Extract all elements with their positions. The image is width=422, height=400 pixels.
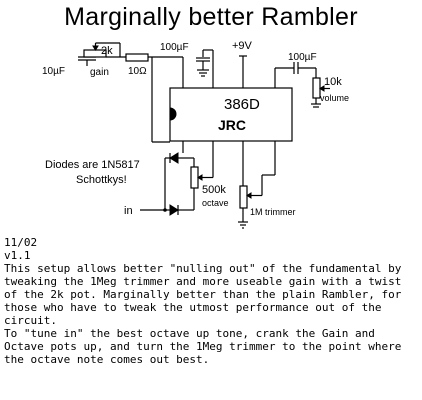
octave-pot[interactable] — [190, 166, 199, 189]
octave-pot-value: 500k — [202, 184, 226, 196]
octave-pot-label: octave — [202, 198, 229, 208]
schematic-diagram: 386D JRC 10µF 2k gain 10Ω 100 — [42, 40, 349, 229]
volume-pot[interactable] — [312, 77, 321, 99]
trimmer-wiper — [246, 192, 252, 199]
series-resistor — [125, 53, 149, 62]
output-network: 100µF 10k volume — [274, 52, 349, 108]
notes-version: v1.1 — [4, 249, 31, 262]
series-resistor-value: 10Ω — [128, 66, 147, 77]
bypass-cap-value: 100µF — [160, 42, 189, 53]
ic-notch — [169, 107, 177, 121]
gain-pot-label: gain — [90, 67, 109, 78]
input-node — [163, 208, 167, 212]
octave-pot-wiper — [197, 174, 203, 181]
notes-description: This setup allows better "nulling out" o… — [4, 262, 402, 327]
gain-pot-value: 2k — [101, 45, 113, 57]
volume-pot-value: 10k — [324, 76, 342, 88]
diode-upper — [169, 152, 179, 164]
ic-386d: 386D JRC — [169, 81, 293, 148]
page-title: Marginally better Rambler — [64, 3, 358, 31]
supply-label: +9V — [232, 40, 253, 52]
diode-note-line2: Schottkys! — [76, 174, 127, 186]
ic-part-number: 386D — [224, 96, 260, 113]
octave-network: in 500k octave Diodes are 1N5817 Schottk… — [45, 57, 229, 217]
trimmer-network: 1M trimmer — [238, 148, 296, 229]
ic-maker: JRC — [218, 117, 246, 133]
input-network: 10µF 2k gain 10Ω — [42, 42, 184, 81]
notes-date: 11/02 — [4, 236, 38, 249]
trimmer-pot[interactable] — [239, 185, 248, 209]
notes-block: 11/02 v1.1 This setup allows better "nul… — [4, 236, 418, 366]
notes-tuning: To "tune in" the best octave up tone, cr… — [4, 327, 402, 366]
diode-note-line1: Diodes are 1N5817 — [45, 159, 140, 171]
input-label: in — [124, 205, 133, 217]
output-cap-value: 100µF — [288, 52, 317, 63]
trimmer-label: 1M trimmer — [250, 207, 296, 217]
volume-pot-label: volume — [320, 93, 349, 103]
supply-network: 100µF +9V — [160, 40, 253, 81]
input-cap-value: 10µF — [42, 66, 65, 77]
diode-lower — [169, 204, 179, 216]
